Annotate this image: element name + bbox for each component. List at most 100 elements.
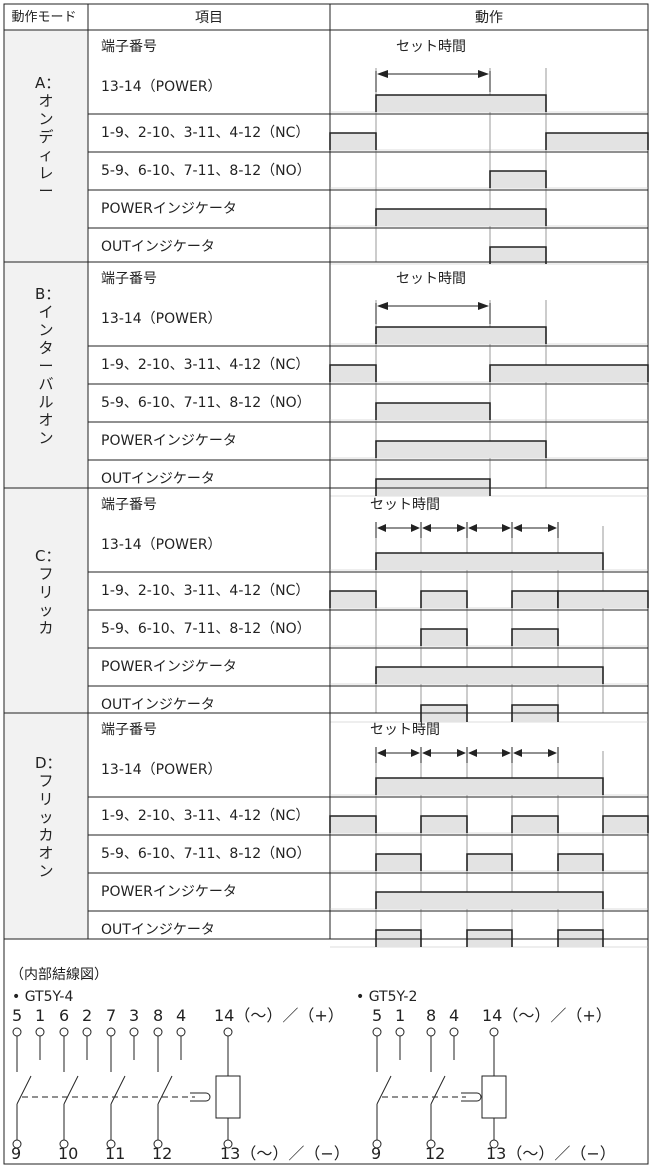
mode-cell <box>4 30 88 262</box>
wave-edge <box>375 208 547 226</box>
mode-name: B：インターバルオン <box>35 285 61 447</box>
terminal-number: 4 <box>176 1006 187 1025</box>
arrow-head-left <box>422 749 431 757</box>
wave-edge <box>489 170 547 188</box>
wave-edge <box>375 891 604 909</box>
set-time-label: セット時間 <box>396 271 466 287</box>
wave-edge <box>557 590 649 608</box>
wave-pulse <box>376 441 546 458</box>
gt5y4-model: • GT5Y-4 <box>12 989 74 1005</box>
wave-edge <box>375 402 491 420</box>
wave-edge <box>375 552 604 570</box>
row-label: 端子番号 <box>101 39 157 55</box>
terminal-number: 1 <box>395 1006 406 1025</box>
wave-pulse <box>490 171 546 188</box>
arrow-head-left <box>422 524 431 532</box>
contact-blade <box>16 1075 32 1105</box>
arrow-head-left <box>377 749 386 757</box>
arrow-head-right <box>548 524 557 532</box>
terminal-number: 11 <box>105 1144 126 1163</box>
row-label: 5-9、6-10、7-11、8-12（NO） <box>101 163 311 179</box>
wave-pulse <box>512 816 558 833</box>
wave-pulse <box>421 816 467 833</box>
outer-frame <box>3 3 649 1165</box>
wave-edge <box>329 364 377 382</box>
wave-edge <box>466 853 513 871</box>
mode-name: D：フリッカオン <box>35 754 62 880</box>
wave-edge <box>489 246 547 264</box>
row-label: 端子番号 <box>101 497 157 513</box>
contact-blade <box>63 1075 79 1105</box>
terminal-circle <box>129 1027 139 1037</box>
link-arrow <box>461 1092 482 1102</box>
wave-edge <box>602 815 649 833</box>
row-label: OUTインジケータ <box>101 239 215 255</box>
row-label: 1-9、2-10、3-11、4-12（NC） <box>101 808 310 824</box>
row-label: POWERインジケータ <box>101 884 237 900</box>
terminal-number: 7 <box>106 1006 117 1025</box>
row-label: 1-9、2-10、3-11、4-12（NC） <box>101 583 310 599</box>
terminal-circle <box>372 1027 382 1037</box>
wave-edge <box>511 628 559 646</box>
wave-edge <box>557 853 604 871</box>
wave-edge <box>375 853 422 871</box>
arrow-head-left <box>377 524 386 532</box>
row-label: 5-9、6-10、7-11、8-12（NO） <box>101 846 311 862</box>
terminal-circle <box>395 1027 405 1037</box>
arrow-head-right <box>411 524 420 532</box>
row-label: OUTインジケータ <box>101 697 215 713</box>
coil-terminal-top: 14（〜）／（+） <box>482 1006 612 1025</box>
mode-cell <box>4 262 88 488</box>
terminal-circle <box>12 1027 22 1037</box>
row-label: 1-9、2-10、3-11、4-12（NC） <box>101 125 310 141</box>
arrow-head-right <box>411 749 420 757</box>
terminal-circle <box>449 1027 459 1037</box>
wave-pulse <box>421 629 467 646</box>
wave-pulse <box>376 403 490 420</box>
terminal-circle <box>35 1027 45 1037</box>
wave-pulse <box>558 591 648 608</box>
arrow-head-right <box>478 70 489 78</box>
arrow-head-left <box>513 749 522 757</box>
wave-pulse <box>512 629 558 646</box>
terminal-number: 8 <box>153 1006 164 1025</box>
wave-pulse <box>330 133 376 150</box>
wave-edge <box>375 94 547 112</box>
wave-edge <box>420 628 468 646</box>
row-label: POWERインジケータ <box>101 433 237 449</box>
coil-terminal-top: 14（〜）／（+） <box>214 1006 344 1025</box>
row-label: POWERインジケータ <box>101 201 237 217</box>
wave-edge <box>420 815 468 833</box>
row-label: 13-14（POWER） <box>101 311 222 327</box>
header-item: 項目 <box>195 10 223 26</box>
wave-pulse <box>376 892 603 909</box>
wave-pulse <box>330 816 376 833</box>
wave-pulse <box>421 591 467 608</box>
terminal-circle <box>59 1027 69 1037</box>
set-time-label: セット時間 <box>396 39 466 55</box>
terminal-circle <box>223 1139 233 1149</box>
wave-edge <box>375 777 604 795</box>
wave-edge <box>375 440 547 458</box>
terminal-number: 12 <box>425 1144 446 1163</box>
terminal-circle <box>106 1027 116 1037</box>
wave-pulse <box>376 209 546 226</box>
set-time-label: セット時間 <box>370 722 440 738</box>
wave-edge <box>329 815 377 833</box>
contact-blade <box>376 1075 392 1105</box>
coil-terminal-bottom: 13（〜）／（−） <box>220 1144 350 1163</box>
arrow-head-left <box>377 302 388 310</box>
terminal-number: 5 <box>12 1006 23 1025</box>
arrow-head-right <box>502 524 511 532</box>
row-label: 1-9、2-10、3-11、4-12（NC） <box>101 357 310 373</box>
terminal-circle <box>489 1027 499 1037</box>
wave-edge <box>420 590 468 608</box>
row-label: OUTインジケータ <box>101 922 215 938</box>
row-label: OUTインジケータ <box>101 471 215 487</box>
row-label: 端子番号 <box>101 271 157 287</box>
wave-pulse <box>376 854 421 871</box>
contact-blade <box>157 1075 173 1105</box>
wave-pulse <box>376 778 603 795</box>
wave-pulse <box>490 365 648 382</box>
